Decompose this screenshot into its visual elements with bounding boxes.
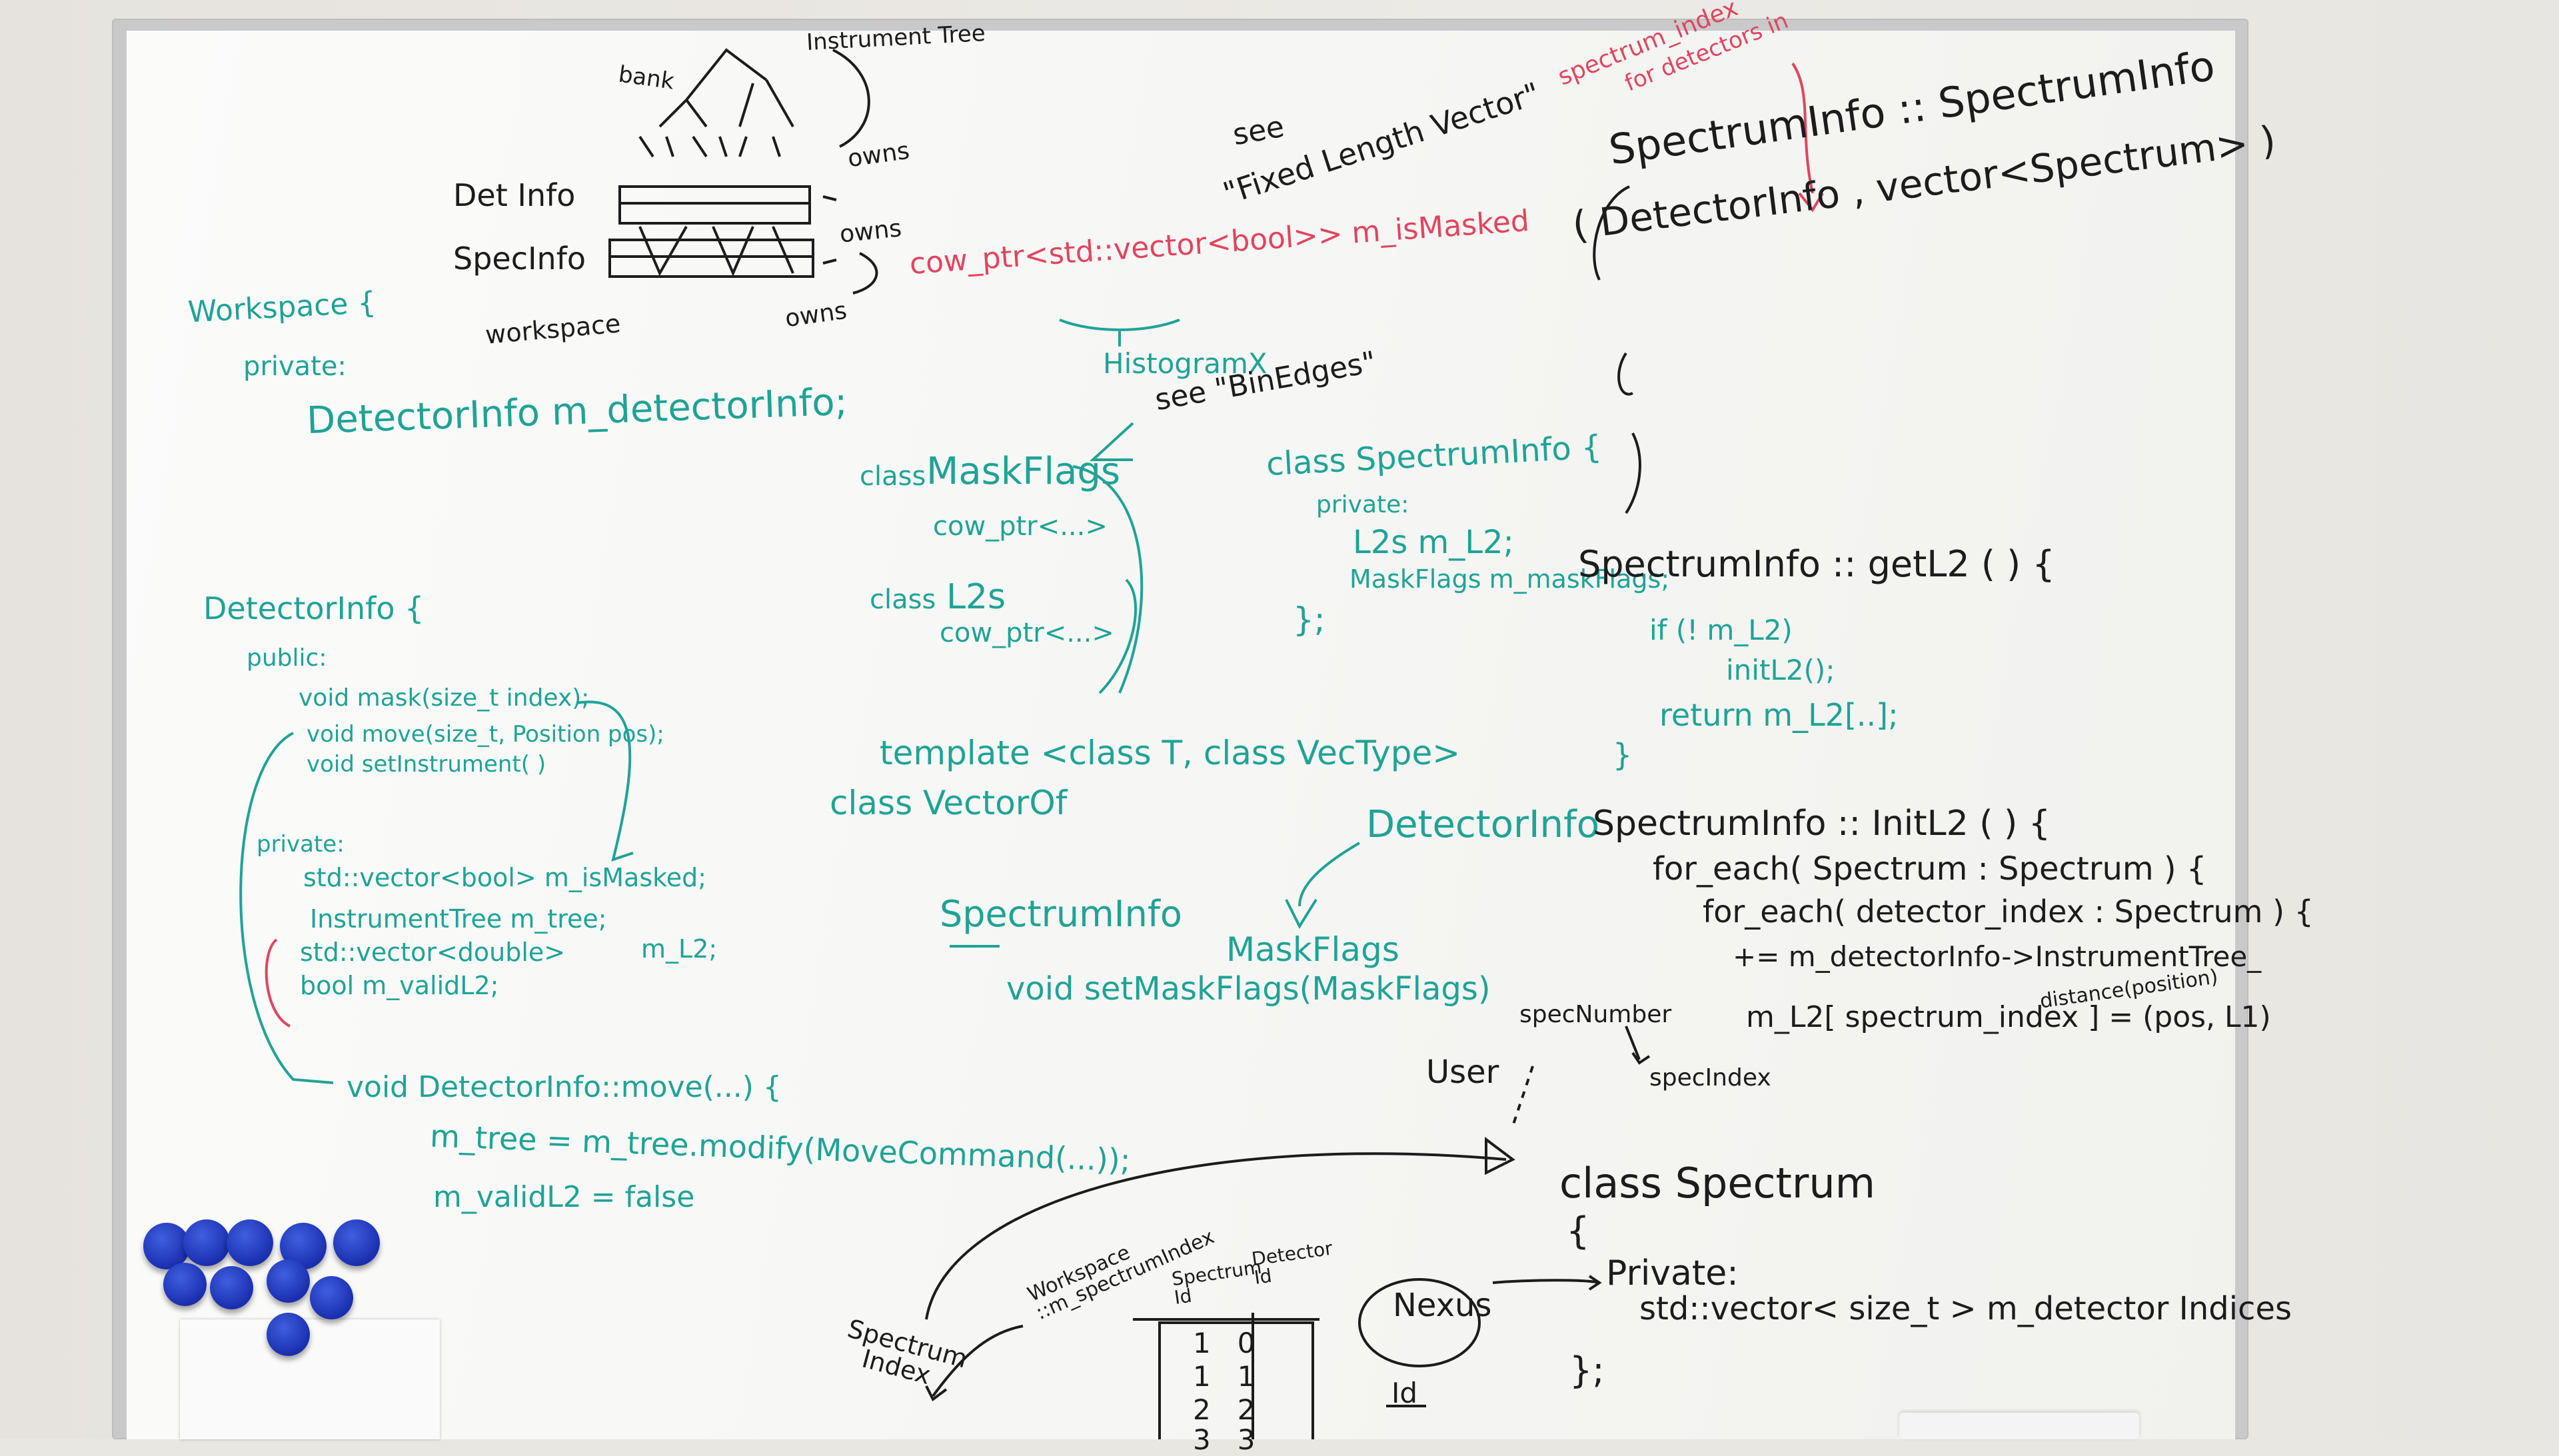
detectorinfo-struct: DetectorInfo { — [203, 590, 425, 626]
initl2-outer-loop: for_each( Spectrum : Spectrum ) { — [1653, 850, 2207, 888]
move-method: void move(size_t, Position pos); — [307, 721, 664, 748]
l2s-class: L2s — [946, 577, 1006, 617]
pinned-paper — [180, 1319, 440, 1439]
detectorinfo-label: DetectorInfo — [1366, 803, 1599, 846]
getl2-method: SpectrumInfo :: getL2 ( ) { — [1578, 543, 2055, 585]
vectorof-class: class VectorOf — [830, 784, 1068, 822]
class-keyword: class — [860, 461, 926, 492]
validl2-member: bool m_validL2; — [300, 971, 499, 1000]
detector-indices-member: std::vector< size_t > m_detector Indices — [1639, 1290, 2292, 1327]
getl2-if: if (! m_L2) — [1649, 614, 1793, 646]
table-row: 3 3 — [1193, 1423, 1256, 1456]
l2-member: L2s m_L2; — [1353, 524, 1514, 561]
green-annotations — [239, 319, 1361, 1084]
maskflags-class: MaskFlags — [926, 450, 1121, 493]
private-label: Private: — [1606, 1253, 1739, 1293]
magnet — [163, 1263, 207, 1306]
initl2-method: SpectrumInfo :: InitL2 ( ) { — [1593, 804, 2051, 844]
initl2-inner-loop: for_each( detector_index : Spectrum ) { — [1703, 894, 2314, 930]
det-info-label: Det Info — [453, 177, 576, 213]
bank-label: bank — [616, 61, 676, 95]
tree-member: InstrumentTree m_tree; — [310, 904, 607, 934]
initl2-assign: m_L2[ spectrum_index ] = (pos, L1) — [1746, 1000, 2271, 1034]
private-label: private: — [243, 351, 347, 382]
user-label: User — [1426, 1054, 1499, 1091]
private-label: private: — [1316, 491, 1409, 518]
magnet — [267, 1313, 310, 1356]
spec-info-label: SpecInfo — [453, 241, 586, 277]
l2-member: m_L2; — [641, 934, 718, 964]
histogramx-label: HistogramX — [1103, 347, 1268, 380]
table-row: 1 0 — [1193, 1327, 1256, 1359]
red-annotations — [1791, 62, 1824, 213]
spectrum-open-brace: { — [1566, 1209, 1590, 1253]
cow-ptr: cow_ptr<...> — [940, 618, 1114, 648]
mask-method: void mask(size_t index); — [299, 684, 590, 712]
private-label: private: — [257, 831, 345, 858]
nexus-label: Nexus — [1393, 1287, 1492, 1324]
maskflags-label: MaskFlags — [1226, 930, 1399, 969]
template-declaration: template <class T, class VecType> — [880, 734, 1461, 772]
public-label: public: — [247, 644, 327, 672]
class-keyword: class — [870, 584, 936, 615]
getl2-init: initL2(); — [1726, 654, 1835, 686]
whiteboard — [127, 31, 2235, 1439]
magnet — [333, 1219, 380, 1266]
marker-tray — [1899, 1413, 2139, 1439]
setmaskflags-method: void setMaskFlags(MaskFlags) — [1006, 970, 1491, 1008]
specnumber-label: specNumber — [1519, 1001, 1672, 1028]
magnet — [183, 1219, 230, 1266]
ismasked-member: std::vector<bool> m_isMasked; — [303, 863, 707, 892]
getl2-return: return m_L2[..]; — [1659, 697, 1899, 733]
table-row: 1 1 — [1193, 1360, 1256, 1393]
spectruminfo-label: SpectrumInfo — [940, 893, 1182, 935]
id-label: Id — [1391, 1377, 1418, 1409]
see-label: see — [1230, 109, 1287, 153]
magnet — [227, 1219, 273, 1266]
owns-label: owns — [838, 215, 903, 249]
table-row: 2 2 — [1193, 1393, 1256, 1426]
setinstrument-method: void setInstrument( ) — [307, 751, 546, 778]
magnet — [267, 1259, 310, 1303]
validl2-false: m_validL2 = false — [433, 1180, 695, 1214]
spectrum-close: }; — [1569, 1349, 1605, 1391]
specindex-label: specIndex — [1649, 1064, 1771, 1092]
move-impl: void DetectorInfo::move(...) { — [347, 1070, 782, 1104]
getl2-close: } — [1613, 737, 1633, 773]
vector-double: std::vector<double> — [300, 938, 566, 967]
instrument-tree-drawing — [608, 48, 878, 295]
magnet — [310, 1276, 353, 1319]
class-close: }; — [1293, 600, 1325, 639]
magnet — [210, 1266, 253, 1309]
maskflags-member: MaskFlags m_maskFlags; — [1349, 564, 1670, 594]
black-arrows — [925, 185, 1651, 1439]
magnet — [143, 1223, 190, 1269]
cow-ptr: cow_ptr<...> — [933, 511, 1108, 542]
class-spectrum: class Spectrum — [1559, 1159, 1876, 1207]
initl2-distance: += m_detectorInfo->InstrumentTree_ — [1733, 940, 2262, 973]
